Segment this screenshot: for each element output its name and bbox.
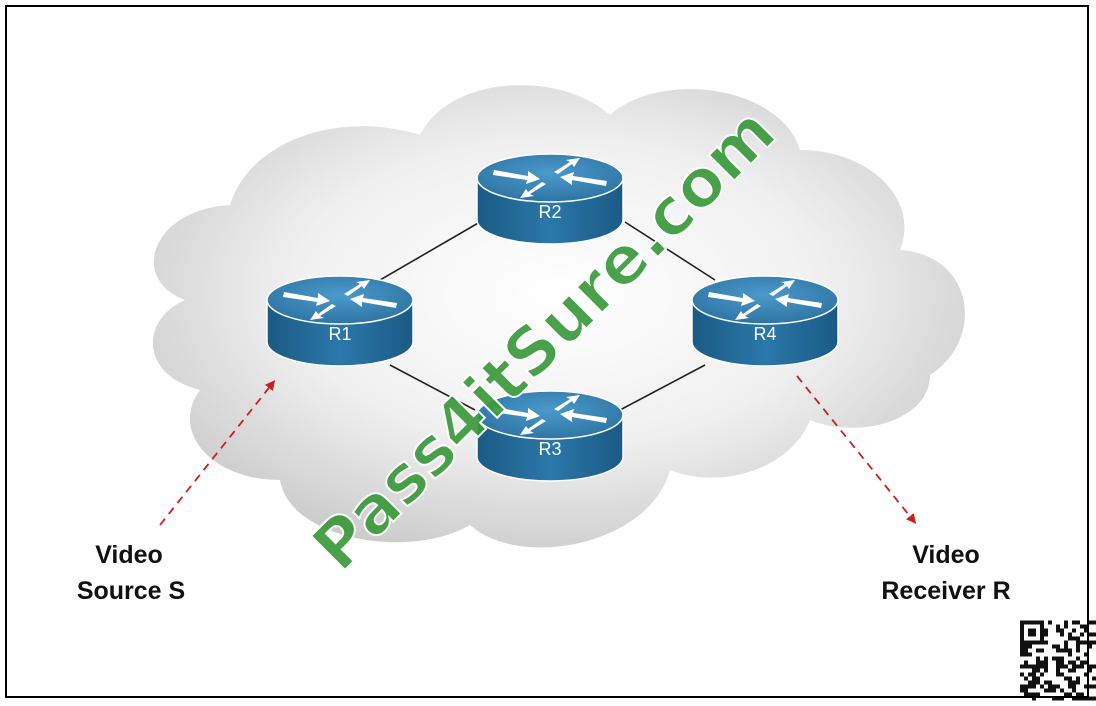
network-links bbox=[379, 221, 716, 411]
router-r1: R1 bbox=[266, 275, 414, 367]
receiver-arrow bbox=[796, 375, 917, 524]
source-arrow bbox=[159, 380, 276, 526]
link-r1-r3 bbox=[389, 364, 476, 411]
network-cloud bbox=[152, 85, 965, 548]
router-label: R2 bbox=[538, 202, 561, 222]
router-label: R1 bbox=[328, 324, 351, 344]
router-arrows-icon bbox=[493, 158, 607, 198]
qr-code bbox=[1020, 620, 1096, 701]
router-label: R3 bbox=[538, 439, 561, 459]
router-arrows-icon bbox=[708, 280, 822, 320]
source-label-line2: Source S bbox=[77, 577, 185, 605]
router-r2: R2 bbox=[476, 153, 624, 245]
source-label-line1: Video bbox=[95, 541, 163, 569]
link-r1-r2 bbox=[379, 221, 481, 281]
router-arrows-icon bbox=[493, 395, 607, 435]
link-r3-r4 bbox=[619, 364, 706, 411]
link-r2-r4 bbox=[624, 221, 716, 281]
receiver-label-line1: Video bbox=[912, 541, 980, 569]
router-r3: R3 bbox=[476, 390, 624, 482]
video-source-label: Video Source S bbox=[77, 541, 185, 605]
router-label: R4 bbox=[753, 324, 776, 344]
video-receiver-label: Video Receiver R bbox=[881, 541, 1010, 605]
receiver-label-line2: Receiver R bbox=[881, 577, 1010, 605]
router-arrows-icon bbox=[283, 280, 397, 320]
router-r4: R4 bbox=[691, 275, 839, 367]
